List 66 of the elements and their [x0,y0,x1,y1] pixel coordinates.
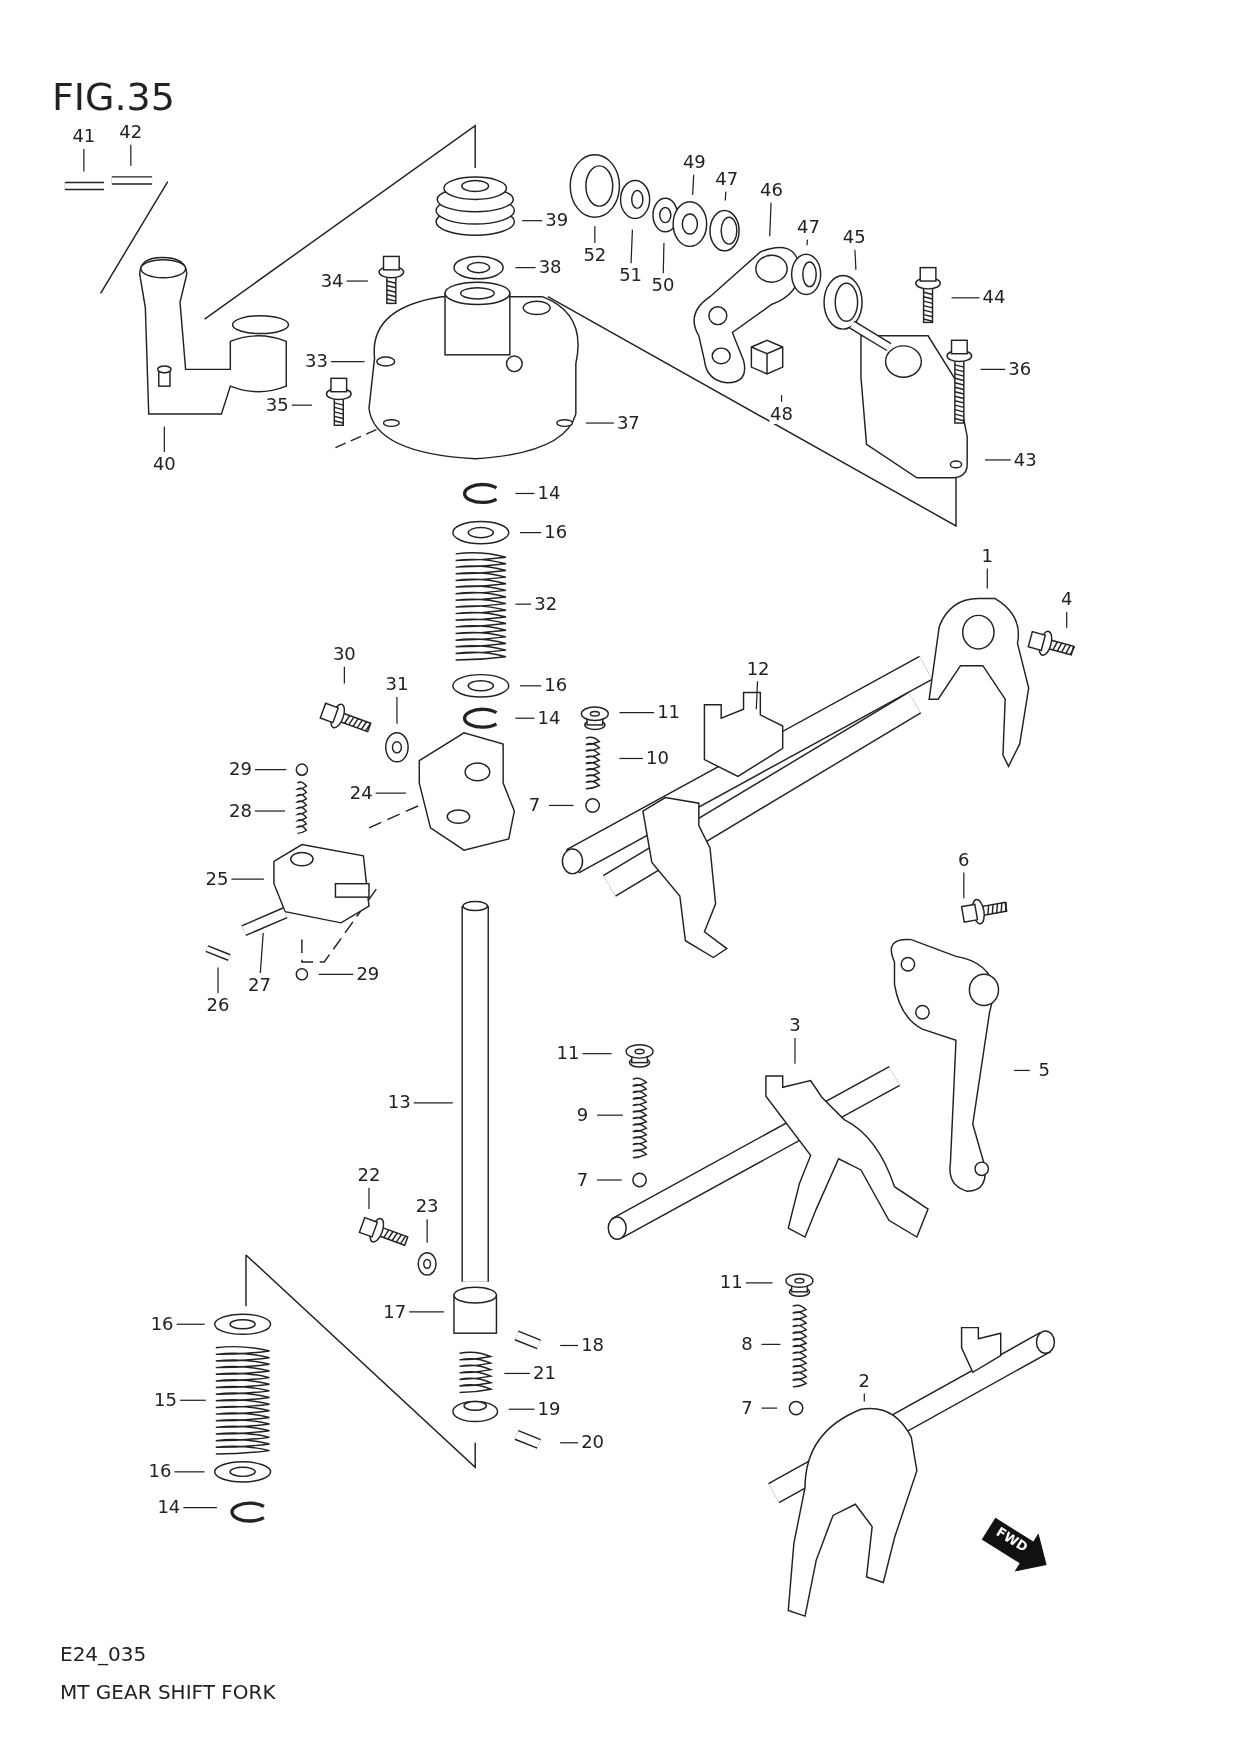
leader-line [259,932,264,974]
leader-line [503,1372,531,1375]
leader-line [585,422,615,424]
leader-line [769,202,772,237]
leader-line [176,1323,206,1325]
drawing-number: E24_035 [60,1642,147,1666]
leader-line [163,425,165,453]
leader-line [760,1343,782,1345]
leader-line [130,144,132,167]
leader-line [594,225,596,244]
leader-line [854,249,857,271]
leader-line [173,1471,206,1473]
leader-line [254,769,287,771]
leader-line [217,966,219,994]
leader-line [755,680,759,710]
leader-line [559,1442,579,1444]
leader-line [368,1187,370,1210]
leader-line [724,190,727,202]
leader-line [780,394,783,403]
leader-line [794,1037,796,1065]
leader-line [83,148,85,173]
leader-line [963,871,965,899]
leader-line [1066,611,1068,629]
leader-line [521,220,543,222]
leader-line [950,297,981,299]
leader-line [514,267,537,269]
leader-line [618,712,655,714]
leader-line [179,1399,207,1401]
leader-line [230,878,265,880]
leader-line [182,1507,218,1509]
leader-line [760,1407,778,1409]
leader-line [806,239,808,246]
leader-line [1013,1069,1031,1072]
leader-line [986,567,988,590]
leader-line [413,1102,454,1104]
leader-line [318,973,354,975]
leader-line [346,280,369,282]
leader-line [508,1408,536,1410]
leader-line [519,532,542,534]
leader-line [559,1344,579,1347]
leader-line [596,1114,624,1116]
leader-line [863,1392,865,1402]
leader-line [254,810,286,812]
leader-line [596,1179,623,1181]
leader-line [980,368,1006,370]
leader-line [514,492,536,495]
leader-line [519,685,542,687]
leader-line [692,174,695,196]
leader-line [514,717,536,719]
leader-line [745,1282,774,1284]
figure-title: FIG.35 [52,75,175,119]
leader-line [426,1218,428,1244]
leader-line [396,696,398,725]
leader-line [662,242,665,274]
leader-line [343,666,345,685]
leader-line [375,792,407,794]
leader-line [548,804,575,807]
leader-line [330,360,366,363]
caption: MT GEAR SHIFT FORK [60,1680,276,1704]
leader-line [514,603,532,605]
leader-line [984,459,1012,461]
leader-line [408,1311,445,1313]
leader-line [630,229,634,264]
leader-line [618,757,644,760]
leader-line [581,1053,613,1055]
leader-line [291,404,313,406]
